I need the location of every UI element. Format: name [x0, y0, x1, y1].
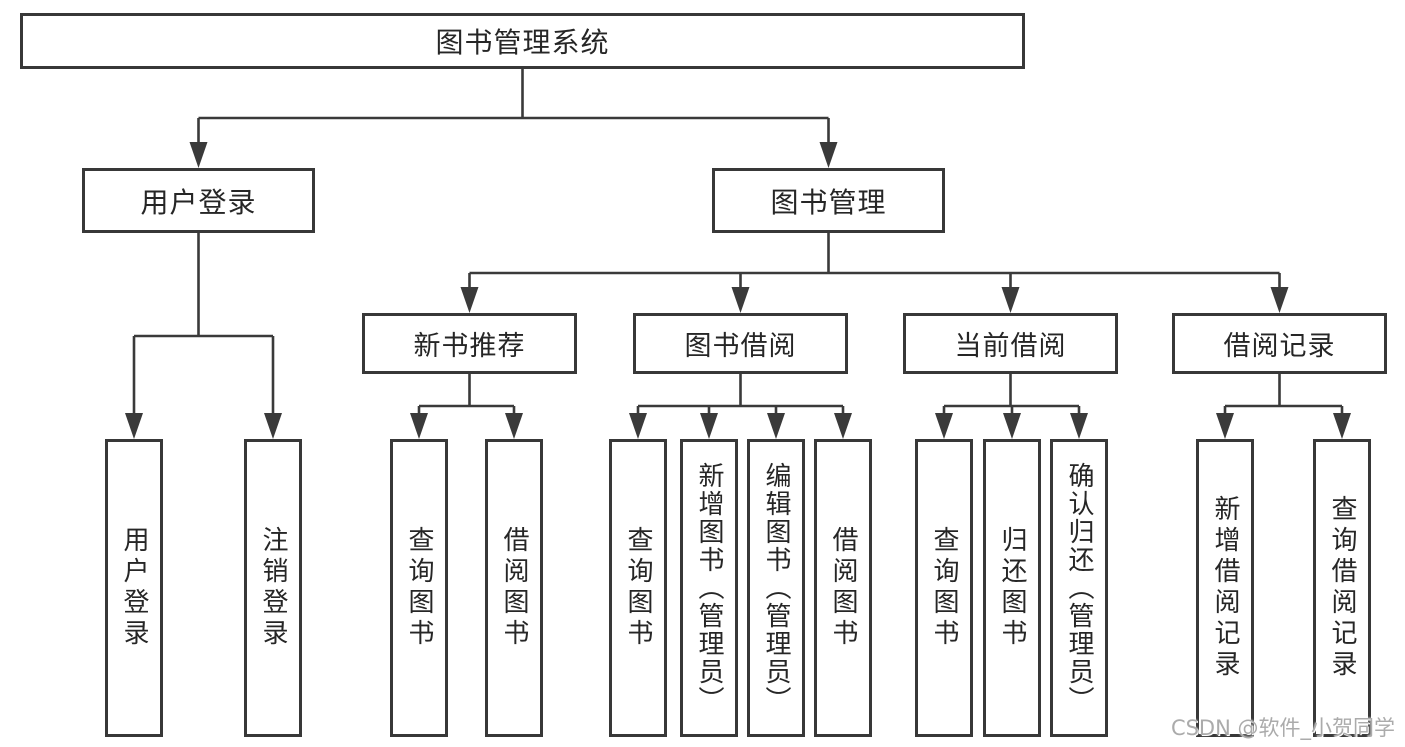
node-leaf-br-query-record: 查询借阅记录	[1313, 439, 1371, 737]
node-current-borrow: 当前借阅	[903, 313, 1118, 374]
node-leaf-bb-add-books-admin: 新增图书（管理员）	[680, 439, 738, 737]
leaf-label: 查询图书	[623, 526, 653, 650]
node-leaf-bb-edit-books-admin: 编辑图书（管理员）	[747, 439, 805, 737]
leaf-label: 编辑图书（管理员）	[761, 462, 791, 714]
leaf-label: 新增借阅记录	[1210, 495, 1240, 681]
node-library-management-system: 图书管理系统	[20, 13, 1025, 69]
node-book-borrow: 图书借阅	[633, 313, 848, 374]
leaf-label: 新增图书（管理员）	[694, 462, 724, 714]
leaf-label: 查询图书	[404, 526, 434, 650]
leaf-label: 归还图书	[997, 526, 1027, 650]
node-leaf-cb-return-books: 归还图书	[983, 439, 1041, 737]
node-leaf-nb-query-books: 查询图书	[390, 439, 448, 737]
node-leaf-user-login: 用户登录	[105, 439, 163, 737]
leaf-label: 注销登录	[258, 526, 288, 650]
leaf-label: 查询借阅记录	[1327, 495, 1357, 681]
node-leaf-logout: 注销登录	[244, 439, 302, 737]
leaf-label: 借阅图书	[499, 526, 529, 650]
csdn-watermark: CSDN @软件_小贺同学	[1170, 716, 1395, 740]
leaf-label: 查询图书	[929, 526, 959, 650]
node-leaf-br-add-record: 新增借阅记录	[1196, 439, 1254, 737]
node-user-login: 用户登录	[82, 168, 315, 233]
node-borrow-records: 借阅记录	[1172, 313, 1387, 374]
node-leaf-cb-confirm-return-admin: 确认归还（管理员）	[1050, 439, 1108, 737]
node-leaf-cb-query-books: 查询图书	[915, 439, 973, 737]
node-leaf-bb-query-books: 查询图书	[609, 439, 667, 737]
node-leaf-bb-borrow-books: 借阅图书	[814, 439, 872, 737]
leaf-label: 用户登录	[119, 526, 149, 650]
leaf-label: 借阅图书	[828, 526, 858, 650]
leaf-label: 确认归还（管理员）	[1064, 462, 1094, 714]
node-book-management: 图书管理	[712, 168, 945, 233]
node-new-book-recommend: 新书推荐	[362, 313, 577, 374]
node-leaf-nb-borrow-books: 借阅图书	[485, 439, 543, 737]
